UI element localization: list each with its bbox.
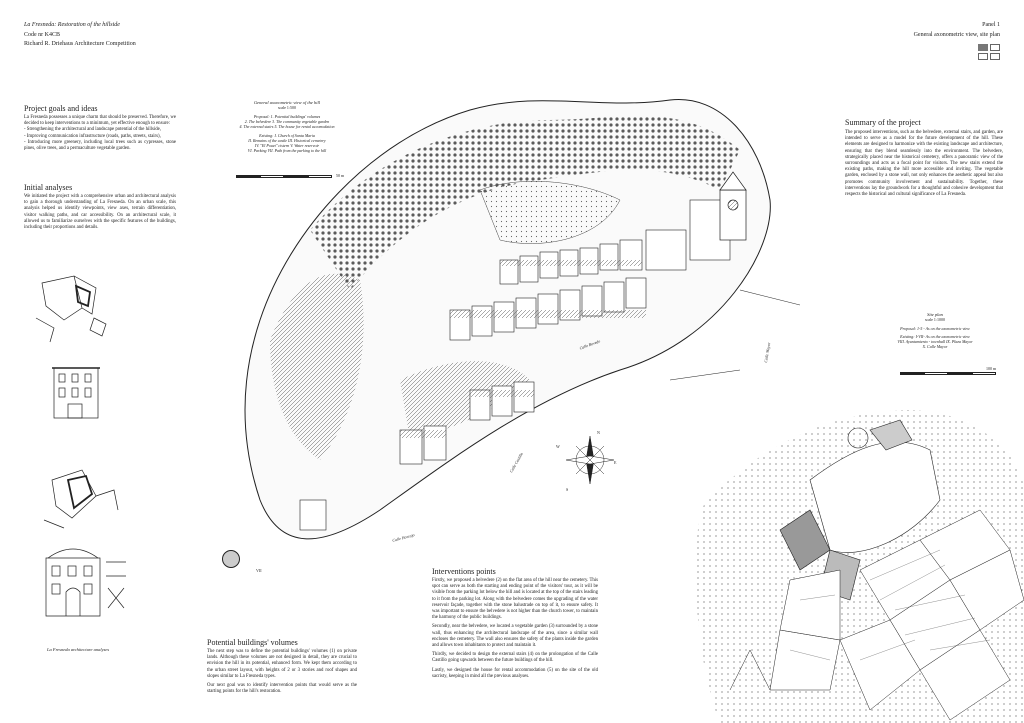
architecture-analysis-sketches (35, 275, 126, 617)
axo-title: General axonometric view of the hill (253, 100, 321, 105)
project-title: La Fresneda: Restoration of the hillside (24, 22, 120, 28)
goals-bullet: - Introducing more greenery, including l… (24, 139, 176, 152)
site-plan-scale-end: 100 m (986, 366, 997, 371)
axo-proposal: Proposal: 1. Potential buildings' volume… (253, 114, 321, 119)
volumes-text: The next step was to define the potentia… (207, 649, 357, 695)
interventions-heading: Interventions points (432, 567, 496, 576)
goals-heading: Project goals and ideas (24, 104, 98, 113)
analyses-heading: Initial analyses (24, 183, 73, 192)
axo-proposal-3: 4. The external stairs 5. The house for … (239, 124, 335, 129)
axo-existing-2: II. Remains of the castle III. Historica… (248, 138, 326, 143)
path-label: VII (256, 568, 262, 573)
axo-scale-end: 50 m (336, 173, 345, 178)
volumes-paragraph: The next step was to define the potentia… (207, 649, 357, 679)
site-plan-existing-3: X. Calle Mayor (922, 344, 948, 349)
axo-existing-3: IV. "El Pouet" cistern V. Water reservoi… (254, 143, 320, 148)
summary-text: The proposed interventions, such as the … (845, 130, 1003, 198)
analyses-caption: La Fresneda architecture analyses (47, 647, 110, 652)
site-plan-title: Site plan (927, 312, 943, 317)
axonometric-hill-drawing (244, 98, 800, 540)
axo-existing-4: VI. Parking VII. Path from the parking t… (247, 148, 327, 153)
compass-n: N (597, 430, 600, 435)
interventions-paragraph: Secondly, near the belvedere, we located… (432, 624, 598, 649)
volumes-paragraph: Our next goal was to identify interventi… (207, 683, 357, 695)
site-plan-existing: Existing: I-VII- As on the axonometric v… (900, 334, 970, 339)
site-plan-scale-bar (900, 372, 996, 375)
compass-s: S (566, 487, 569, 492)
panel-subtitle: General axonometric view, site plan (913, 32, 1000, 38)
interventions-paragraph: Firstly, we proposed a belvedere (2) on … (432, 578, 598, 621)
interventions-text: Firstly, we proposed a belvedere (2) on … (432, 578, 598, 680)
axo-scale-bar (236, 175, 332, 178)
site-plan-proposal: Proposal: 1-5 - As on the axonometric vi… (900, 326, 970, 331)
axo-legend: General axonometric view of the hill sca… (232, 100, 342, 153)
volumes-heading: Potential buildings' volumes (207, 638, 298, 647)
parking-roundabout (222, 550, 240, 568)
panel-number: Panel 1 (982, 22, 1000, 28)
axo-scale: scale 1:500 (277, 105, 297, 110)
project-code: Code nr K4CB (24, 32, 60, 38)
goals-bullet: - Improving communication infrastructure… (24, 133, 161, 139)
axo-existing: Existing: I. Church of Santa Maria (259, 133, 315, 138)
compass-w: W (556, 444, 560, 449)
analyses-text: We initiated the project with a comprehe… (24, 194, 176, 231)
axo-proposal-2: 2. The belvedere 3. The community vegeta… (244, 119, 330, 124)
site-plan-map (696, 410, 1024, 723)
compass-e: E (614, 460, 617, 465)
goals-paragraph: La Fresneda possesses a unique charm tha… (24, 115, 176, 127)
competition-name: Richard R. Driehaus Architecture Competi… (24, 41, 136, 47)
interventions-paragraph: Lastly, we designed the house for rental… (432, 667, 598, 679)
summary-heading: Summary of the project (845, 118, 921, 127)
interventions-paragraph: Thirdly, we decided to design the extern… (432, 652, 598, 664)
site-plan-scale: scale 1:1000 (924, 317, 946, 322)
panel-index-grid (978, 44, 1000, 60)
compass-rose (565, 435, 615, 485)
goals-bullet: - Strengthening the architectural and la… (24, 127, 161, 133)
site-plan-legend: Site plan scale 1:1000 Proposal: 1-5 - A… (860, 312, 1010, 349)
goals-text: La Fresneda possesses a unique charm tha… (24, 115, 176, 152)
site-plan-existing-2: VIII. Ayuntamiento - townhall IX. Plaza … (897, 339, 973, 344)
